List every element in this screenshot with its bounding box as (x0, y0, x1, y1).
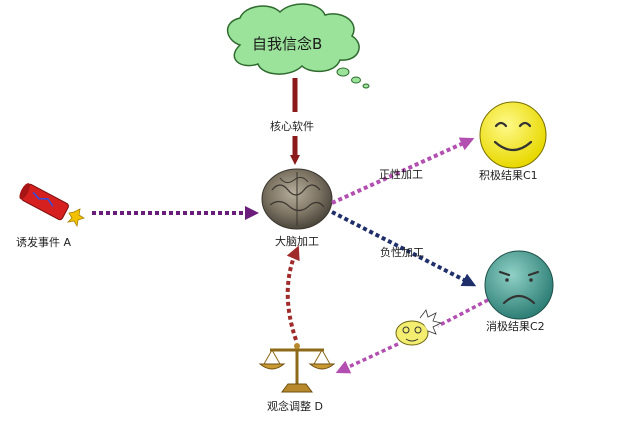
negative-to-dizzy-arrow (437, 298, 489, 328)
sad-face-icon (484, 250, 554, 320)
brain-icon (261, 168, 333, 230)
core-software-label: 核心软件 (270, 120, 314, 133)
positive-processing-arrow (331, 137, 475, 205)
negative-processing-label: 负性加工 (380, 246, 424, 259)
adjustment-to-brain-arrow (285, 245, 300, 341)
dizzy-to-adjustment-arrow (335, 342, 399, 374)
brain-label: 大脑加工 (275, 235, 319, 248)
negative-result-label: 消极结果C2 (486, 320, 545, 333)
balance-scale-icon (258, 343, 336, 393)
trigger-label: 诱发事件 A (16, 236, 72, 249)
thought-cloud-icon (226, 3, 370, 89)
negative-processing-arrow (331, 210, 477, 287)
belief-label: 自我信念B (252, 35, 323, 53)
firecracker-icon (19, 183, 85, 228)
happy-face-icon (479, 101, 547, 169)
positive-processing-label: 正性加工 (379, 168, 423, 181)
dizzy-face-icon (395, 309, 443, 346)
adjustment-label: 观念调整 D (267, 400, 323, 413)
positive-result-label: 积极结果C1 (479, 169, 538, 182)
